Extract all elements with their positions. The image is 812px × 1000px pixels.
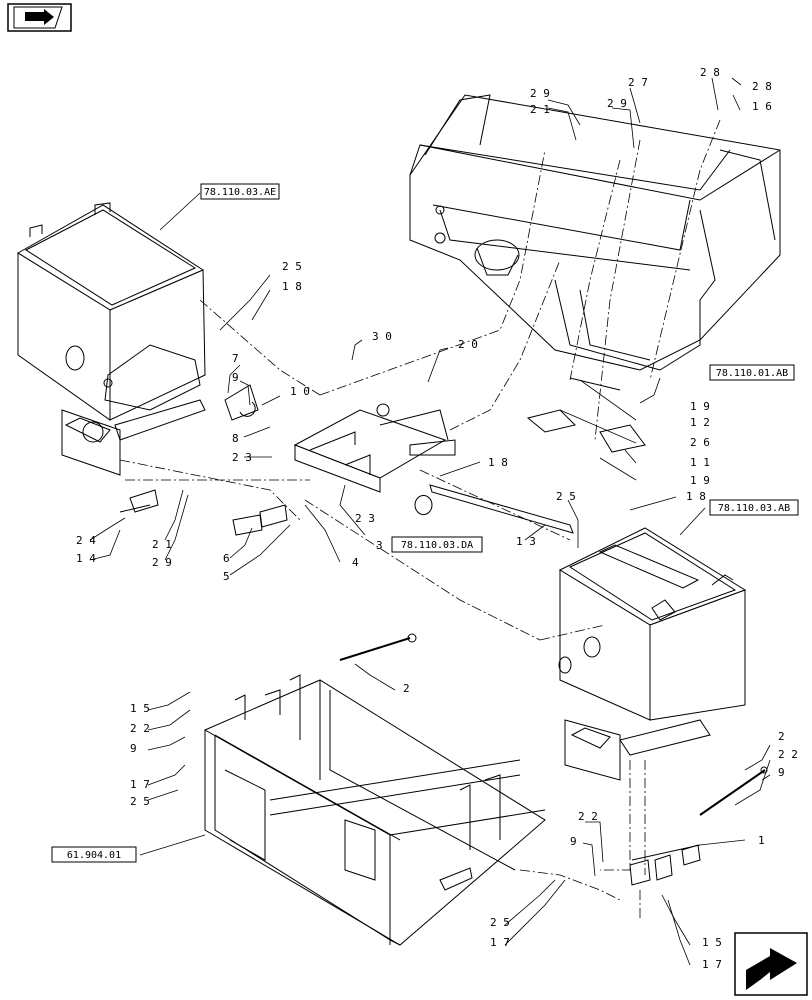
- callout-17[interactable]: 1 7: [490, 936, 510, 949]
- next-page-arrow-icon[interactable]: [734, 932, 808, 996]
- callout-26[interactable]: 2 6: [690, 436, 710, 449]
- callout-23[interactable]: 2 3: [232, 451, 252, 464]
- ref-78-110-03-da-label: 78.110.03.DA: [401, 540, 473, 551]
- leader-lines: [89, 77, 771, 966]
- ref-78-110-03-da[interactable]: 78.110.03.DA: [391, 536, 483, 553]
- callout-17[interactable]: 1 7: [130, 778, 150, 791]
- callout-22[interactable]: 2 2: [130, 722, 150, 735]
- callout-15[interactable]: 1 5: [130, 702, 150, 715]
- callout-7[interactable]: 7: [232, 352, 239, 365]
- callout-28[interactable]: 2 8: [752, 80, 772, 93]
- ref-78-110-03-ae-label: 78.110.03.AE: [204, 187, 276, 198]
- callout-9[interactable]: 9: [130, 742, 137, 755]
- callout-9[interactable]: 9: [570, 835, 577, 848]
- right-brackets: [629, 844, 701, 886]
- callout-22[interactable]: 2 2: [578, 810, 598, 823]
- callout-25[interactable]: 2 5: [556, 490, 576, 503]
- chassis-frame: [409, 94, 781, 371]
- ref-78-110-03-ab[interactable]: 78.110.03.AB: [709, 499, 799, 516]
- callout-17[interactable]: 1 7: [702, 958, 722, 971]
- lower-frame: [204, 633, 546, 946]
- callout-29[interactable]: 2 9: [530, 87, 550, 100]
- callout-24[interactable]: 2 4: [76, 534, 96, 547]
- callout-25[interactable]: 2 5: [282, 260, 302, 273]
- callout-23[interactable]: 2 3: [355, 512, 375, 525]
- callout-18[interactable]: 1 8: [488, 456, 508, 469]
- hopper-right: [558, 527, 747, 781]
- callout-9[interactable]: 9: [232, 371, 239, 384]
- callout-13[interactable]: 1 3: [516, 535, 536, 548]
- callout-12[interactable]: 1 2: [690, 416, 710, 429]
- callout-29[interactable]: 2 9: [152, 556, 172, 569]
- callout-18[interactable]: 1 8: [686, 490, 706, 503]
- callout-25[interactable]: 2 5: [130, 795, 150, 808]
- callout-29[interactable]: 2 9: [607, 97, 627, 110]
- callout-15[interactable]: 1 5: [702, 936, 722, 949]
- callout-3[interactable]: 3: [376, 539, 383, 552]
- callout-20[interactable]: 2 0: [458, 338, 478, 351]
- rods: [631, 766, 768, 861]
- hopper-left: [17, 202, 206, 476]
- callout-21[interactable]: 2 1: [530, 103, 550, 116]
- callout-6[interactable]: 6: [223, 552, 230, 565]
- ref-61-904-01[interactable]: 61.904.01: [51, 846, 137, 863]
- callout-19[interactable]: 1 9: [690, 400, 710, 413]
- callout-30[interactable]: 3 0: [372, 330, 392, 343]
- callout-27[interactable]: 2 7: [628, 76, 648, 89]
- center-bracket-frame: [224, 384, 456, 516]
- callout-2[interactable]: 2: [403, 682, 410, 695]
- callout-19[interactable]: 1 9: [690, 474, 710, 487]
- callout-2[interactable]: 2: [778, 730, 785, 743]
- callout-18[interactable]: 1 8: [282, 280, 302, 293]
- callout-8[interactable]: 8: [232, 432, 239, 445]
- callout-16[interactable]: 1 6: [752, 100, 772, 113]
- callout-21[interactable]: 2 1: [152, 538, 172, 551]
- ref-61-904-01-label: 61.904.01: [67, 850, 121, 861]
- callout-11[interactable]: 1 1: [690, 456, 710, 469]
- ref-78-110-01-ab-label: 78.110.01.AB: [716, 368, 788, 379]
- callout-5[interactable]: 5: [223, 570, 230, 583]
- callout-25[interactable]: 2 5: [490, 916, 510, 929]
- book-arrow-icon[interactable]: [7, 3, 72, 32]
- callout-9[interactable]: 9: [778, 766, 785, 779]
- callout-4[interactable]: 4: [352, 556, 359, 569]
- brackets: [119, 377, 646, 536]
- callout-14[interactable]: 1 4: [76, 552, 96, 565]
- dash-dot-lines: [119, 119, 721, 920]
- ref-78-110-03-ab-label: 78.110.03.AB: [718, 503, 790, 514]
- callout-28[interactable]: 2 8: [700, 66, 720, 79]
- callout-1[interactable]: 1: [758, 834, 765, 847]
- callout-10[interactable]: 1 0: [290, 385, 310, 398]
- callout-22[interactable]: 2 2: [778, 748, 798, 761]
- ref-78-110-01-ab[interactable]: 78.110.01.AB: [709, 364, 795, 381]
- ref-78-110-03-ae[interactable]: 78.110.03.AE: [200, 183, 280, 200]
